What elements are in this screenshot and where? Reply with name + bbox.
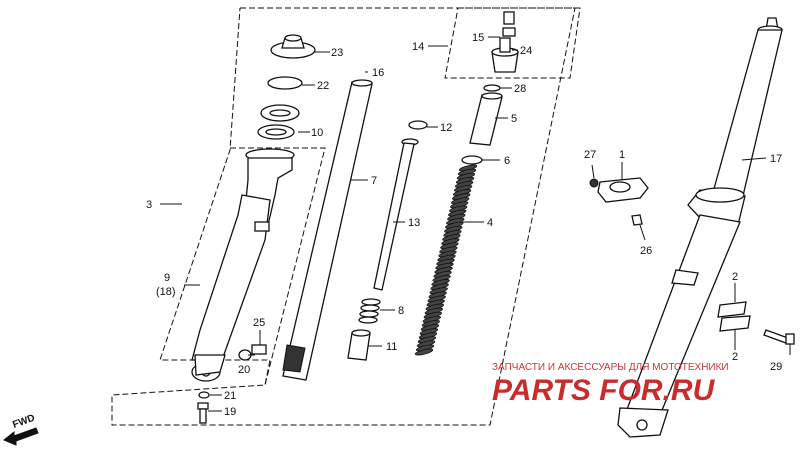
leader-lines <box>160 36 791 412</box>
oil-seal-part <box>257 104 300 140</box>
label-14: 14 <box>412 41 424 53</box>
label-24: 24 <box>520 45 532 57</box>
piston-ring-12 <box>408 120 428 130</box>
damper-rod-13 <box>373 138 419 291</box>
label-8: 8 <box>398 305 404 317</box>
assembly-frame <box>111 7 576 426</box>
label-25: 25 <box>253 317 265 329</box>
fork-tube-7 <box>282 79 373 381</box>
label-18: (18) <box>156 286 176 298</box>
watermark-brand: PARTS FOR.RU <box>492 374 716 407</box>
label-12: 12 <box>440 122 452 134</box>
label-22: 22 <box>317 80 329 92</box>
spacer-collar-5 <box>469 92 503 146</box>
bolt-washers-left <box>197 344 267 424</box>
label-19: 19 <box>224 406 236 418</box>
fwd-arrow-icon <box>3 427 39 446</box>
label-4: 4 <box>487 217 493 229</box>
spring-coil <box>414 348 434 356</box>
dust-seal-part <box>270 34 316 59</box>
label-10: 10 <box>311 127 323 139</box>
spring-seat-6 <box>461 155 483 165</box>
fork-spring-4 <box>414 164 478 356</box>
label-27: 27 <box>584 149 596 161</box>
label-16: 16 <box>372 67 384 79</box>
stopper-ring-part <box>267 76 303 90</box>
label-28: 28 <box>514 83 526 95</box>
hose-clamps-2 <box>717 301 795 345</box>
oil-lock-11 <box>347 329 371 361</box>
watermark-subtitle: ЗАПЧАСТИ И АКСЕССУАРЫ ДЛЯ МОТОТЕХНИКИ <box>492 362 729 373</box>
label-5: 5 <box>511 113 517 125</box>
label-9: 9 <box>164 272 170 284</box>
fork-clamp-1 <box>589 177 649 226</box>
label-6: 6 <box>504 155 510 167</box>
label-2-upper: 2 <box>732 271 738 283</box>
o-ring-28 <box>483 84 501 92</box>
label-3: 3 <box>146 199 152 211</box>
slider-subframe <box>230 147 326 386</box>
rebound-spring-8 <box>358 298 381 324</box>
cap-subframe <box>444 7 581 79</box>
label-21: 21 <box>224 390 236 402</box>
label-1: 1 <box>619 149 625 161</box>
label-13: 13 <box>408 217 420 229</box>
label-23: 23 <box>331 47 343 59</box>
label-11: 11 <box>386 341 397 353</box>
label-15: 15 <box>472 32 484 44</box>
fwd-label: FWD <box>11 413 36 431</box>
label-29: 29 <box>770 361 782 373</box>
label-7: 7 <box>371 175 377 187</box>
fork-leg-17 <box>617 17 783 438</box>
fork-cap-assembly <box>491 11 519 73</box>
fork-slider-left <box>191 148 295 382</box>
label-17: 17 <box>770 153 782 165</box>
label-26: 26 <box>640 245 652 257</box>
label-20: 20 <box>238 364 250 376</box>
label-2-lower: 2 <box>732 351 738 363</box>
